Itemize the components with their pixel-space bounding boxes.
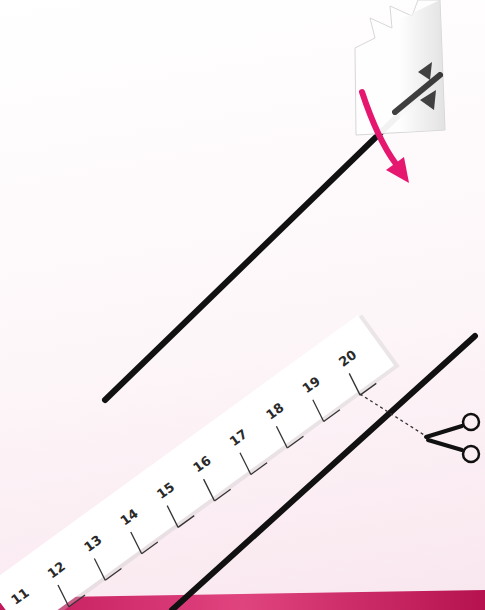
ruler-ticks [18,364,376,610]
scissors-icon [426,414,479,462]
ruler-number: 19 [300,373,323,396]
stick [172,336,475,610]
rolled-part [398,0,445,132]
ruler-numbers: 11 12 13 14 15 16 17 18 19 20 [0,325,403,610]
roll-arrow [362,92,396,164]
ruler-number: 15 [154,479,177,502]
cut-line [360,394,432,440]
ruler-number: 17 [227,426,250,449]
ruler-number: 14 [118,505,141,528]
arrow-head [386,157,409,183]
ruler-number: 20 [336,347,359,370]
stick-end [395,75,440,112]
ruler-number: 18 [264,400,287,423]
ruler-number: 16 [191,453,214,476]
ruler-number: 11 [9,585,32,608]
ruler-number: 13 [81,532,104,555]
ruler-number: 12 [45,558,68,581]
